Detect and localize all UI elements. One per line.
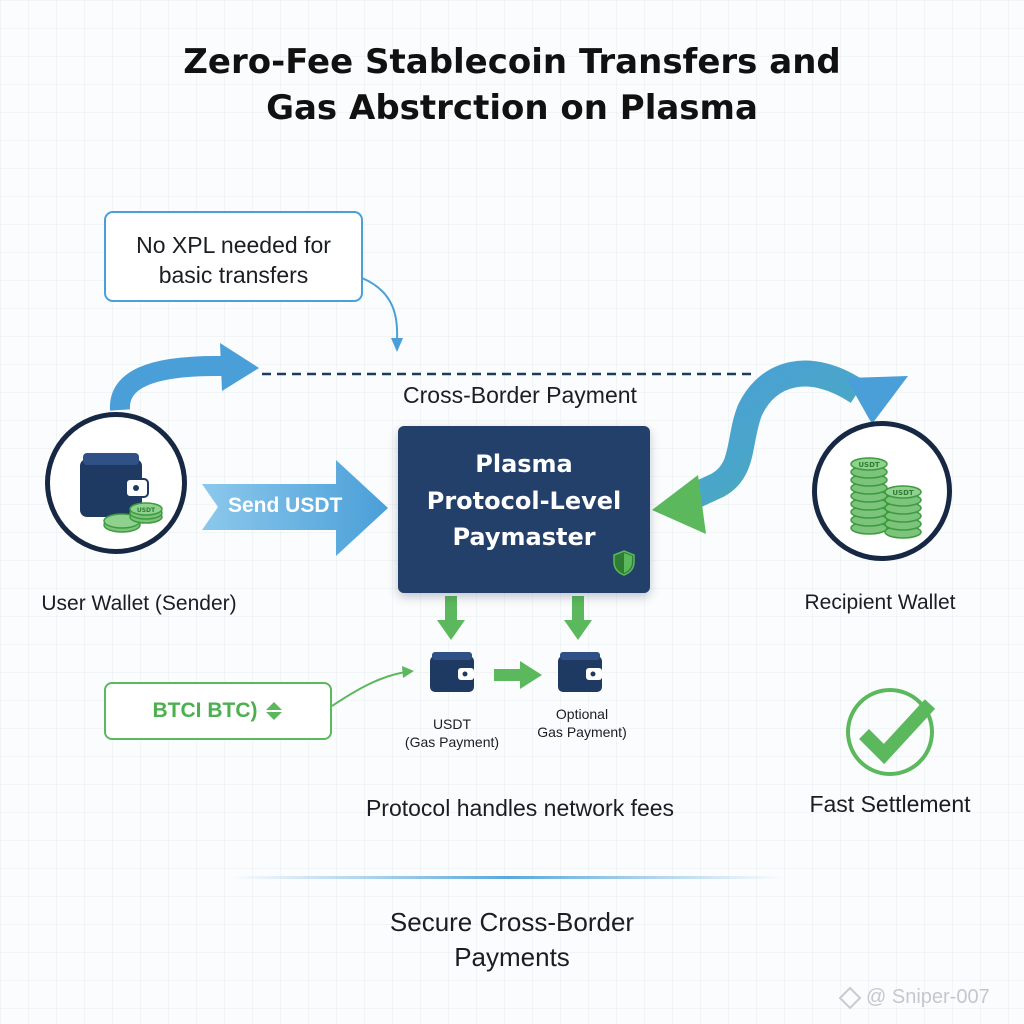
watermark-diamond-icon xyxy=(838,986,862,1010)
paymaster-down-arrow-left xyxy=(437,596,465,640)
send-usdt-arrow xyxy=(202,460,388,556)
swap-updown-icon xyxy=(266,702,283,720)
paymaster-box: Plasma Protocol-Level Paymaster xyxy=(398,426,650,593)
wallet-to-wallet-arrow xyxy=(494,661,542,689)
gas-optional-wallet-icon xyxy=(558,652,602,692)
shield-icon xyxy=(613,550,635,576)
gas-usdt-label-line-2: (Gas Payment) xyxy=(404,734,500,750)
callout-line-1: No XPL needed for xyxy=(136,232,331,258)
gas-optional-label-line-2: Gas Payment) xyxy=(537,724,627,740)
fast-settlement-check-icon xyxy=(846,688,936,776)
gas-usdt-wallet-icon xyxy=(430,652,474,692)
btc-box: BTCI BTC) xyxy=(104,682,332,740)
footer-divider xyxy=(232,876,784,879)
left-curved-arrow xyxy=(109,343,259,411)
diagram-title-line-2: Gas Abstrction on Plasma xyxy=(266,88,758,128)
recipient-wallet-circle: USDT USDT xyxy=(812,421,952,561)
sender-wallet-circle: USDT xyxy=(45,412,187,554)
gas-usdt-label-line-1: USDT xyxy=(432,716,472,732)
callout-line-2: basic transfers xyxy=(158,262,309,288)
gas-optional-label-line-1: Optional xyxy=(555,706,609,722)
paymaster-line-2: Protocol-Level xyxy=(426,487,622,515)
diagram-title-line-1: Zero-Fee Stablecoin Transfers and xyxy=(183,42,841,82)
cross-border-label: Cross-Border Payment xyxy=(403,382,637,408)
protocol-fees-label: Protocol handles network fees xyxy=(365,795,675,821)
fast-settlement-label: Fast Settlement xyxy=(809,791,971,817)
footer-line-2: Payments xyxy=(454,942,570,972)
paymaster-line-1: Plasma xyxy=(475,450,573,478)
recipient-wallet-label: Recipient Wallet xyxy=(804,591,956,614)
footer-line-1: Secure Cross-Border xyxy=(389,907,635,937)
sender-wallet-icon: USDT xyxy=(80,453,163,533)
btc-connector-arrow xyxy=(331,666,414,707)
btc-box-text: BTCI BTC) xyxy=(152,699,258,722)
recipient-coin-text-right: USDT xyxy=(892,489,914,497)
watermark-text: @ Sniper-007 xyxy=(866,986,990,1008)
right-s-curved-arrow xyxy=(652,360,908,534)
callout-pointer-arrow xyxy=(361,277,403,352)
paymaster-down-arrow-right xyxy=(564,596,592,640)
no-xpl-callout: No XPL needed for basic transfers xyxy=(104,211,363,302)
recipient-coin-text-left: USDT xyxy=(858,461,880,469)
paymaster-line-3: Paymaster xyxy=(452,523,596,551)
sender-wallet-label: User Wallet (Sender) xyxy=(41,592,237,615)
recipient-coin-stack-icon: USDT USDT xyxy=(850,457,922,539)
sender-coin-text: USDT xyxy=(137,507,156,514)
send-usdt-label: Send USDT xyxy=(228,494,343,517)
